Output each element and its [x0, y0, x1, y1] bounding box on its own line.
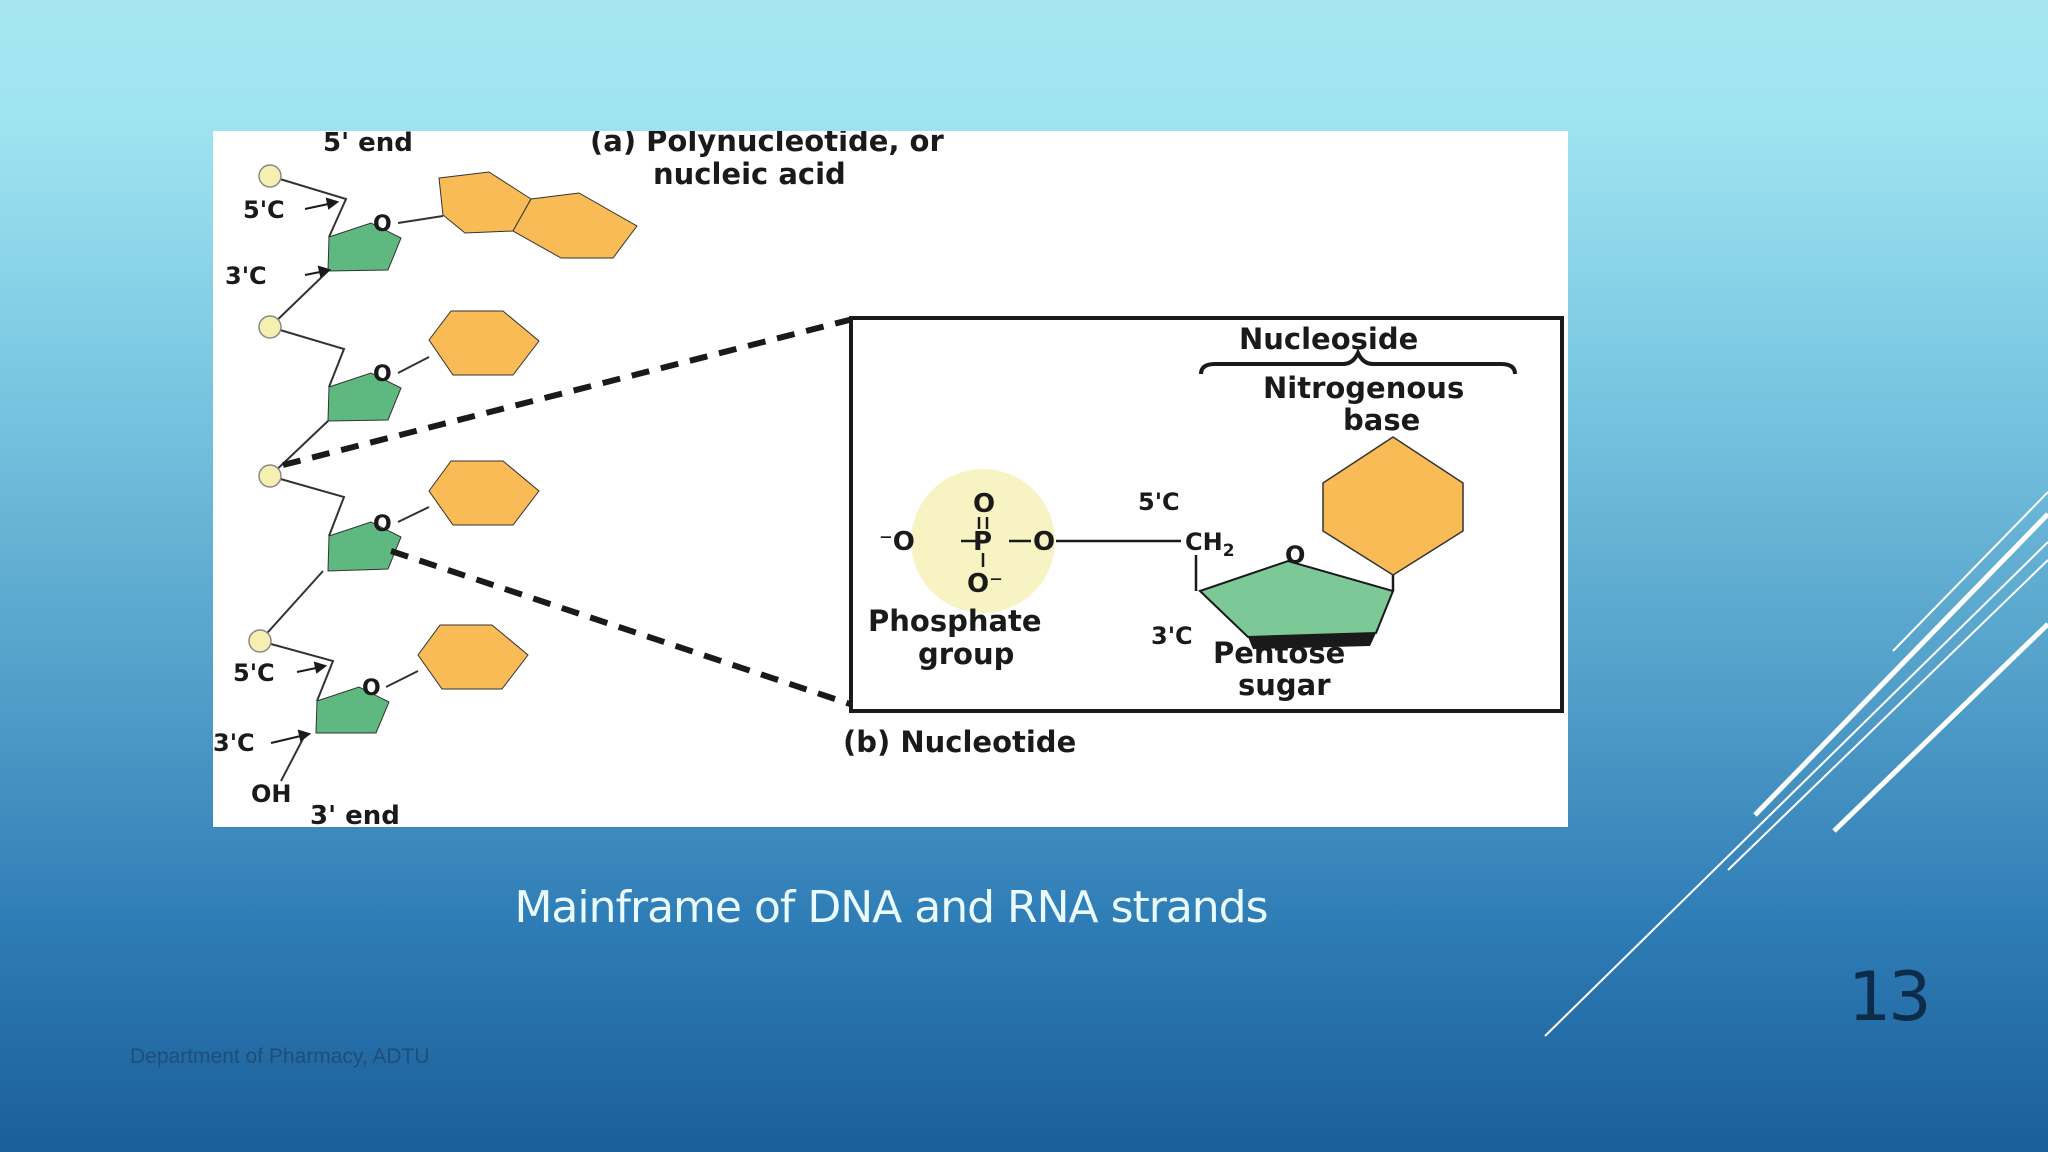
phosphate-group-line2: group: [918, 637, 1014, 671]
backbone-bond: [259, 640, 335, 702]
phosphate-circle: [258, 315, 282, 339]
pentose-sugar: [1198, 559, 1395, 639]
pentose-sugar-edge: [1248, 633, 1376, 649]
phosphate-circle: [258, 464, 282, 488]
slide-number: 13: [1848, 958, 1932, 1037]
pentose-sugar-line2: sugar: [1238, 668, 1331, 702]
label-oh: OH: [251, 780, 292, 808]
pyrimidine-base: [417, 624, 529, 690]
deco-line: [1832, 622, 2048, 833]
glycosidic-bond: [397, 356, 430, 374]
nitrogenous-base-line1: Nitrogenous: [1263, 371, 1464, 405]
deco-line: [1727, 559, 2048, 871]
sugar-oxygen-label: O: [373, 512, 392, 537]
label-3c: 3'C: [213, 729, 255, 757]
ch2-label: CH2: [1185, 528, 1235, 561]
bases: [417, 171, 638, 690]
label-5c: 5'C: [233, 659, 275, 687]
title-b: (b) Nucleotide: [843, 725, 1076, 759]
glycosidic-bond: [397, 506, 430, 523]
zoom-line-bottom: [390, 548, 854, 708]
zoom-line-top: [282, 316, 854, 468]
label-3c-nucleotide: 3'C: [1151, 622, 1193, 650]
backbone-bond: [269, 270, 329, 328]
nitrogenous-base-line2: base: [1343, 403, 1420, 437]
sugar-pentagon: [327, 372, 402, 422]
deco-line: [1544, 541, 2048, 1037]
backbone-bond: [269, 475, 346, 537]
footer-text: Department of Pharmacy, ADTU: [130, 1045, 430, 1068]
glycosidic-bond: [397, 215, 444, 224]
phosphate-circle: [248, 629, 272, 653]
title-a-line1: (a) Polynucleotide, or: [590, 131, 944, 158]
label-5c: 5'C: [243, 196, 285, 224]
backbone-bond: [269, 420, 329, 477]
phosphate-o-minus-left: ⁻O: [879, 527, 915, 557]
nucleic-acid-diagram: 5' end 5'C 3'C 5'C 3'C OH 3' end O O O O…: [213, 131, 1564, 827]
pentose-oxygen-label: O: [1285, 541, 1305, 569]
backbone: [259, 175, 444, 782]
sugar-oxygen-label: O: [373, 212, 392, 237]
glycosidic-bond: [385, 670, 419, 688]
label-3c: 3'C: [225, 262, 267, 290]
phosphate-circle: [258, 164, 282, 188]
backbone-bond: [280, 732, 307, 782]
title-a-line2: nucleic acid: [653, 157, 846, 191]
deco-line: [1892, 491, 2048, 652]
phosphate-group-line1: Phosphate: [868, 604, 1042, 638]
phosphate-p: P: [973, 527, 992, 557]
phosphates: [248, 164, 282, 653]
sugar-pentagon: [327, 222, 402, 272]
backbone-bond: [269, 326, 346, 388]
phosphate-o-top: O: [973, 489, 995, 519]
pyrimidine-base: [428, 310, 540, 376]
phosphate-bonds: [961, 517, 1181, 567]
backbone-bond: [269, 175, 348, 238]
label-5c-nucleotide: 5'C: [1138, 488, 1180, 516]
phosphate-o-right: O: [1033, 527, 1055, 557]
sugar-oxygen-label: O: [373, 362, 392, 387]
nitrogenous-base-hexagon: [1322, 436, 1464, 576]
strand-3-end-label: 3' end: [310, 801, 400, 827]
ch2-subscript: 2: [1223, 541, 1235, 561]
phosphate-o-minus-bottom: O⁻: [967, 569, 1003, 599]
nucleic-acid-figure: 5' end 5'C 3'C 5'C 3'C OH 3' end O O O O…: [213, 131, 1568, 827]
purine-base-ring: [512, 192, 638, 259]
strand-5-end-label: 5' end: [323, 131, 413, 158]
slide-caption: Mainframe of DNA and RNA strands: [514, 882, 1268, 933]
sugar-pentagon: [315, 686, 390, 734]
nucleoside-label: Nucleoside: [1239, 322, 1418, 356]
sugars: [315, 222, 402, 734]
pentose-sugar-line1: Pentose: [1213, 636, 1345, 670]
ch2-text: CH: [1185, 528, 1223, 556]
deco-line: [1753, 512, 2048, 817]
pyrimidine-base: [428, 460, 540, 526]
nucleoside-brace: [1199, 348, 1517, 375]
sugar-oxygen-label: O: [362, 676, 381, 701]
zoom-lines: [282, 316, 854, 708]
backbone-bond: [259, 570, 324, 642]
